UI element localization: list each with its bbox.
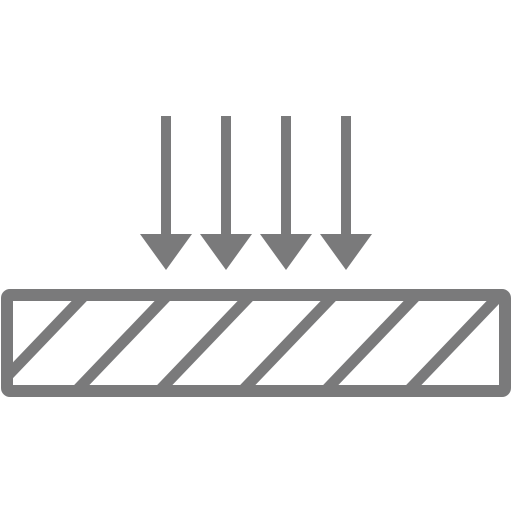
arrow-shaft — [281, 116, 291, 240]
downward-arrows-group — [140, 116, 372, 270]
hatch-line — [406, 301, 499, 385]
arrow-shaft — [221, 116, 231, 240]
arrow-head — [320, 234, 372, 270]
arrow-shaft — [341, 116, 351, 240]
arrow-head — [200, 234, 252, 270]
hatched-plate — [1, 289, 511, 397]
hatch-line — [240, 301, 336, 385]
hatch-line — [323, 301, 419, 385]
arrow-head — [260, 234, 312, 270]
hatch-line — [13, 301, 87, 379]
plate-outline — [1, 289, 511, 397]
down-arrow-icon — [200, 116, 252, 270]
down-arrow-icon — [140, 116, 192, 270]
down-arrow-icon — [260, 116, 312, 270]
arrow-head — [140, 234, 192, 270]
down-arrow-icon — [320, 116, 372, 270]
hatch-lines-group — [13, 301, 499, 385]
arrow-shaft — [161, 116, 171, 240]
hatch-line — [74, 301, 170, 385]
hatch-line — [157, 301, 253, 385]
